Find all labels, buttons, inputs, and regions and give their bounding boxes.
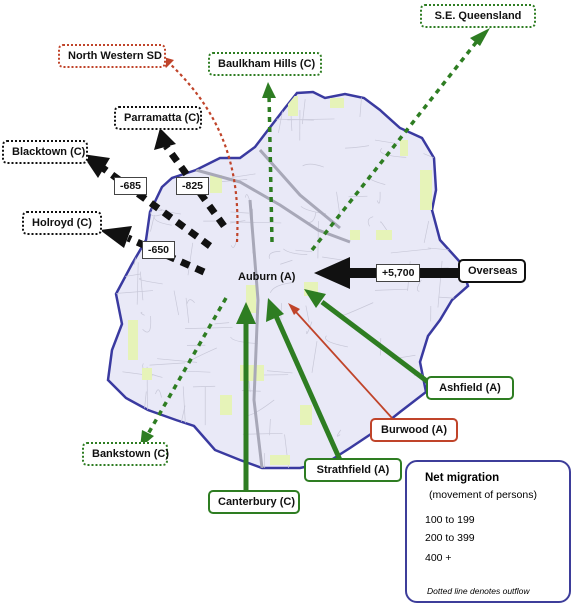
label-burwood: Burwood (A) bbox=[370, 418, 458, 442]
value-holroyd: -650 bbox=[142, 241, 176, 259]
label-parramatta: Parramatta (C) bbox=[114, 106, 202, 130]
flow-se-queensland bbox=[310, 28, 490, 252]
flow-baulkham-hills bbox=[262, 82, 276, 243]
label-baulkham-hills: Baulkham Hills (C) bbox=[208, 52, 322, 76]
label-ashfield: Ashfield (A) bbox=[426, 376, 514, 400]
value-overseas: +5,700 bbox=[376, 264, 421, 282]
label-bankstown: Bankstown (C) bbox=[82, 442, 169, 466]
flow-ashfield bbox=[304, 289, 430, 384]
flow-canterbury bbox=[236, 302, 256, 490]
flow-burwood bbox=[288, 303, 393, 419]
label-blacktown: Blacktown (C) bbox=[2, 140, 88, 164]
label-strathfield: Strathfield (A) bbox=[304, 458, 402, 482]
label-holroyd: Holroyd (C) bbox=[22, 211, 102, 235]
label-canterbury: Canterbury (C) bbox=[208, 490, 300, 514]
legend-row-400-plus: 400 + bbox=[425, 552, 452, 564]
legend-note: Dotted line denotes outflow bbox=[427, 586, 530, 596]
value-blacktown: -685 bbox=[114, 177, 148, 195]
legend-subtitle: (movement of persons) bbox=[429, 489, 537, 501]
label-north-western-sd: North Western SD bbox=[58, 44, 166, 68]
value-parramatta: -825 bbox=[176, 177, 210, 195]
major-roads bbox=[195, 149, 351, 468]
legend-title: Net migration bbox=[425, 472, 500, 484]
legend-row-200-399: 200 to 399 bbox=[425, 532, 475, 544]
label-se-queensland: S.E. Queensland bbox=[420, 4, 536, 28]
label-overseas: Overseas bbox=[458, 259, 526, 283]
flow-holroyd bbox=[100, 226, 206, 276]
migration-flows bbox=[82, 28, 490, 490]
flow-strathfield bbox=[266, 298, 343, 462]
legend: Net migration (movement of persons) 100 … bbox=[405, 460, 571, 603]
center-label: Auburn (A) bbox=[238, 271, 296, 283]
legend-row-100-199: 100 to 199 bbox=[425, 514, 475, 526]
